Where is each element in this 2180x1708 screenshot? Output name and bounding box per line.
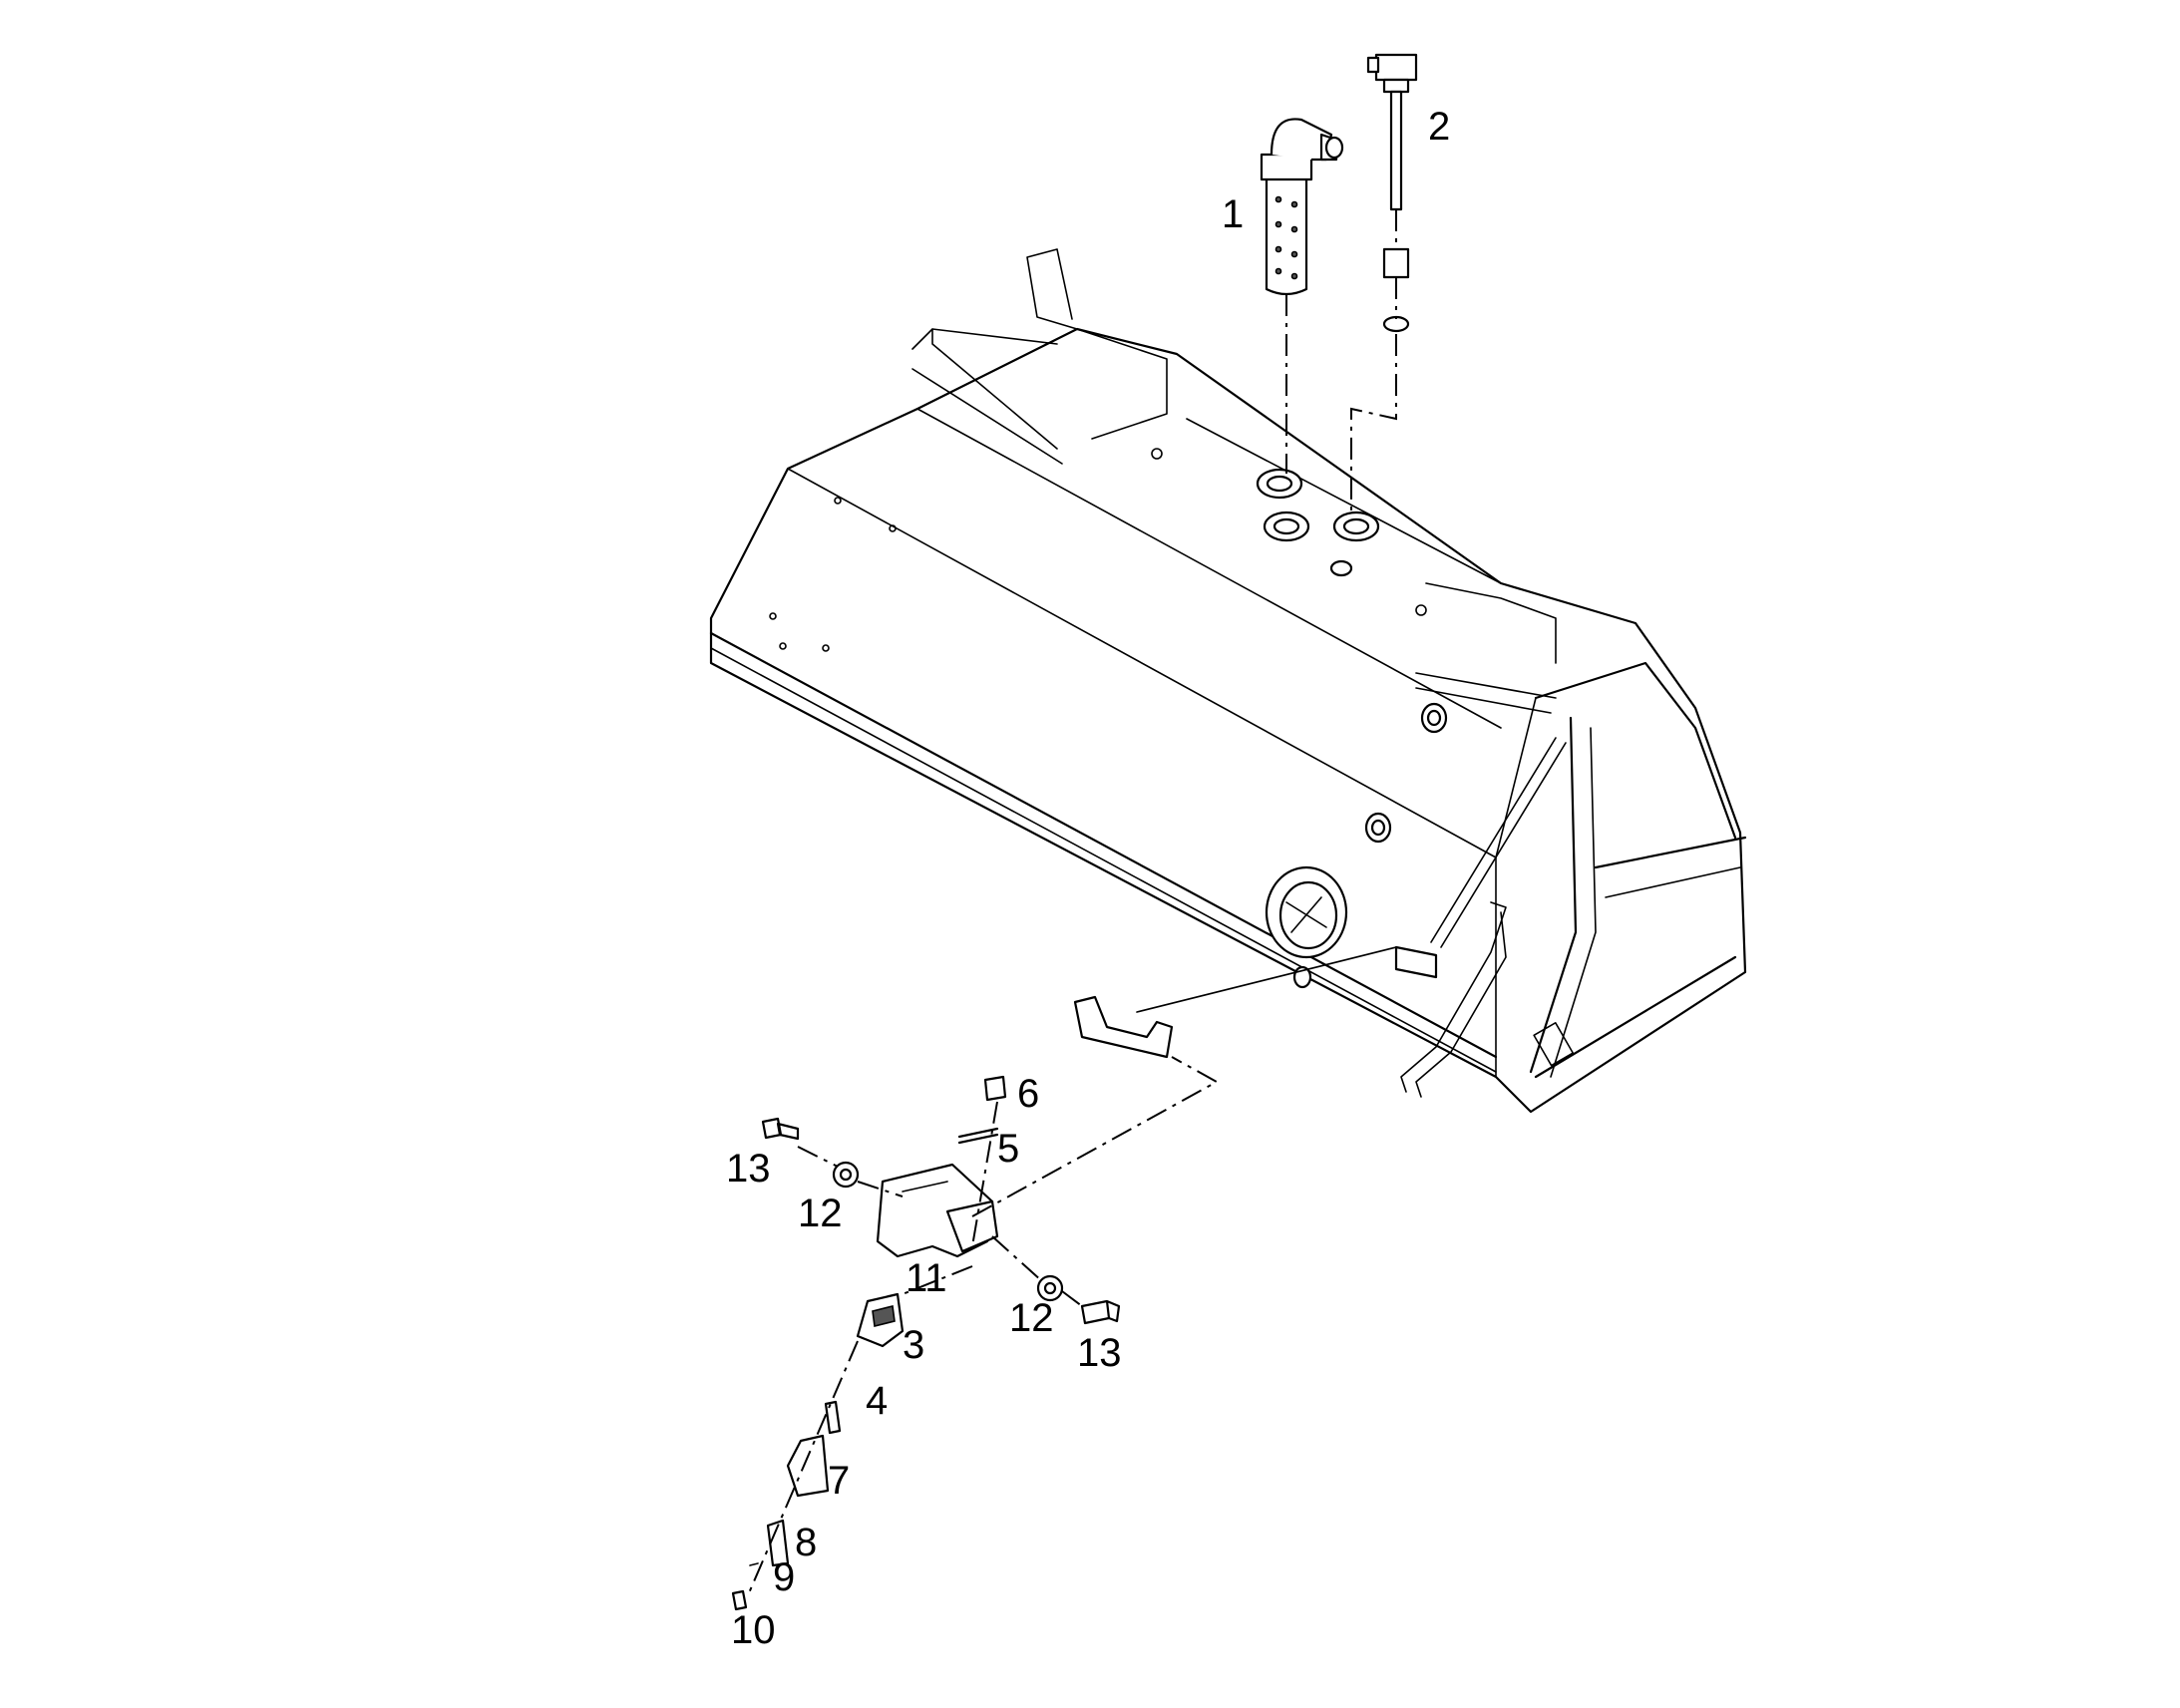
part-5-spring <box>957 1127 999 1145</box>
part-10-screw <box>731 1589 748 1611</box>
part-13-bolt-right <box>1080 1299 1121 1325</box>
part-1-breather-filter <box>1260 118 1344 296</box>
part-9-washer <box>749 1562 759 1566</box>
callout-12: 12 <box>798 1192 843 1235</box>
callout-13: 13 <box>726 1147 771 1191</box>
callout-1: 1 <box>1222 192 1244 236</box>
part-7-connector <box>786 1434 830 1498</box>
callout-7: 7 <box>828 1459 850 1503</box>
callout-11: 11 <box>906 1256 947 1300</box>
callout-5: 5 <box>997 1127 1019 1171</box>
callout-6: 6 <box>1017 1072 1039 1116</box>
part-13-bolt-left <box>761 1117 800 1141</box>
callout-12-right: 12 <box>1009 1296 1054 1340</box>
callout-4: 4 <box>866 1379 888 1423</box>
part-8-clip <box>766 1519 790 1567</box>
assembly-centerlines <box>747 209 1397 1596</box>
part-4-pin <box>824 1400 842 1435</box>
callout-3: 3 <box>903 1323 924 1367</box>
callout-2: 2 <box>1428 105 1450 149</box>
callout-10: 10 <box>731 1608 776 1652</box>
sensor-bracket-assembly <box>731 995 1174 1611</box>
part-2-level-gauge <box>1366 53 1418 333</box>
hydraulic-tank <box>709 248 1747 1114</box>
callout-13-right: 13 <box>1077 1331 1122 1375</box>
callout-8: 8 <box>795 1521 817 1564</box>
callout-9: 9 <box>773 1555 795 1599</box>
part-6-nut <box>983 1075 1007 1102</box>
callout-labels: 1 2 6 5 13 12 11 12 13 3 4 7 8 9 10 <box>726 105 1450 1652</box>
